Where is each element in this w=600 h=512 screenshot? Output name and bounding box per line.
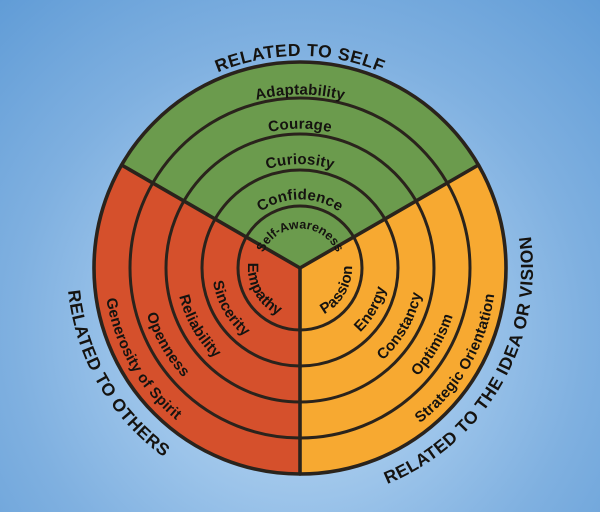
ring-label-adaptability: Adaptability [253, 81, 347, 104]
sector-self-wedge [121, 62, 479, 269]
divider-self-others [119, 163, 302, 270]
sector-idea-wedge [300, 165, 506, 474]
sector-wedges [94, 62, 506, 474]
wheel-outline [92, 60, 508, 476]
divider-self-idea [298, 163, 481, 270]
sector-others-wedge [94, 165, 300, 474]
ring-label-courage: Courage [267, 116, 334, 136]
ring-label-curiosity: Curiosity [264, 151, 337, 173]
